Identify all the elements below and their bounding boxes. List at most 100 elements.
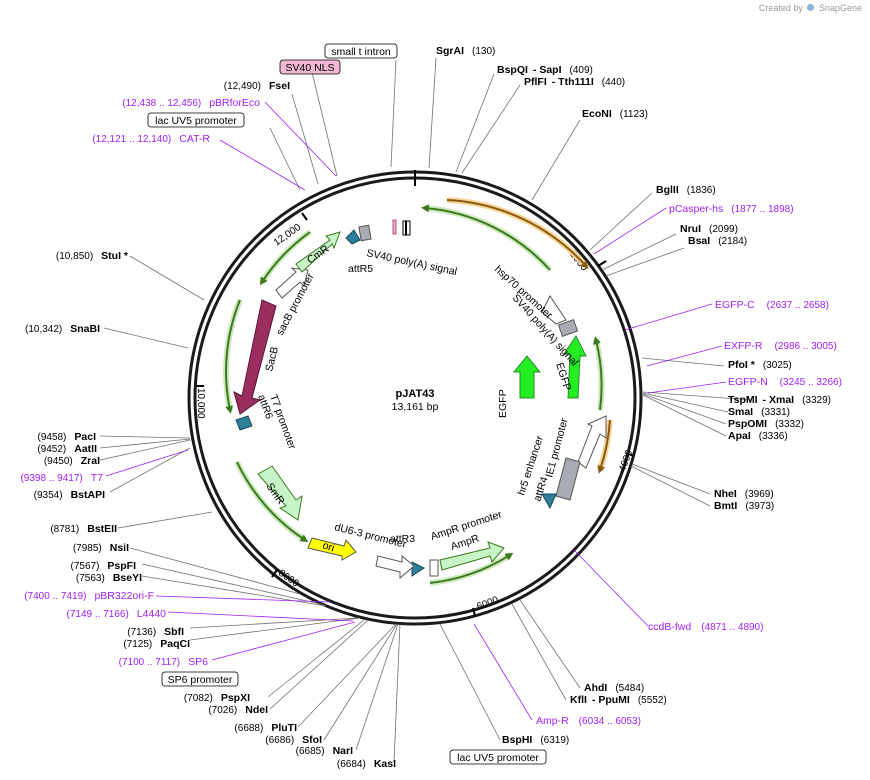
site-econi: EcoNI(1123)	[582, 108, 648, 120]
primer-cat-r: (12,121 .. 12,140)CAT-R	[92, 133, 210, 145]
lac-uv5-bottom-box	[449, 749, 547, 765]
site-bsai: BsaI(2184)	[688, 235, 747, 247]
label-attR5: attR5	[348, 263, 373, 275]
site-pspomi: PspOMI(3332)	[728, 418, 804, 430]
label-sv40-polya-top: SV40 poly(A) signal	[365, 247, 458, 278]
sv40-nls-box	[279, 59, 341, 75]
arc-sv40-polya-top	[424, 205, 553, 273]
label-egfp-2: EGFP	[497, 389, 509, 418]
ampr-arrow	[439, 541, 505, 571]
tick-4000	[625, 452, 635, 457]
plasmid-name: pJAT43	[396, 388, 435, 400]
primer-amp-r: Amp-R(6034 .. 6053)	[536, 715, 641, 727]
watermark-prefix: Created by	[758, 3, 803, 13]
arc-cmr	[259, 231, 311, 286]
lac-uv5-top-box	[147, 112, 245, 128]
tick-label-10000: 10,000	[195, 388, 206, 419]
site-fsei: (12,490)FseI	[224, 80, 290, 92]
sp6-promoter-label: SP6 promoter	[168, 674, 233, 686]
watermark-brand: SnapGene	[818, 3, 862, 13]
sv40-polya-mid-box	[557, 318, 579, 338]
primer-sp6: (7100 .. 7117)SP6	[119, 656, 209, 668]
plasmid-length: 13,161 bp	[392, 401, 439, 413]
tick-2000	[597, 260, 607, 267]
site-apai: ApaI(3336)	[728, 430, 788, 442]
snapgene-logo-icon	[807, 4, 815, 11]
tick-12000	[301, 212, 308, 221]
site-nsii: (7985)NsiI	[73, 542, 129, 554]
site-smai: SmaI(3331)	[728, 406, 790, 418]
tick-8000	[271, 569, 278, 578]
snapgene-watermark: Created by SnapGene	[759, 3, 862, 13]
label-ori: ori	[321, 539, 336, 554]
primer-ccdb-fwd: ccdB-fwd(4871 .. 4890)	[648, 621, 763, 633]
site-sbfi: (7136)SbfI	[127, 626, 184, 638]
attR5-mark	[345, 229, 361, 245]
attR6-mark	[235, 415, 253, 431]
arc-ampr	[429, 552, 514, 584]
site-paci: (9458)PacI	[37, 431, 96, 443]
primer-exfp-r: EXFP-R(2986 .. 3005)	[724, 340, 837, 352]
egfp-arrow-1	[563, 335, 587, 399]
ori-arrow	[307, 537, 357, 561]
site-kfli-ppumi: KflI- PpuMI(5552)	[570, 694, 667, 706]
site-aatii: (9452)AatII	[37, 443, 97, 455]
label-t7-promoter: T7 promoter	[267, 393, 298, 451]
cmr-arrow	[295, 231, 341, 273]
arc-hsp70-orange	[446, 199, 589, 269]
site-bsphi: BspHI(6319)	[502, 734, 569, 746]
attR3-mark	[411, 561, 425, 577]
site-pfoi: PfoI *(3025)	[728, 359, 792, 371]
site-pluti: (6688)PluTI	[234, 722, 297, 734]
sp6-promoter-box	[161, 671, 239, 687]
ampr-promoter-box	[429, 559, 439, 577]
small-t-intron-label: small t intron	[331, 46, 391, 58]
primer-pcasper-hs: pCasper-hs(1877 .. 1898)	[669, 203, 794, 215]
sv40-nls-mark	[392, 219, 397, 235]
arc-smr	[236, 461, 309, 543]
tick-6000	[472, 607, 476, 617]
arc-hsp70-orange-bg	[446, 197, 589, 269]
site-sgrai: SgrAI(130)	[436, 45, 495, 57]
primer-l4440: (7149 .. 7166)L4440	[67, 608, 167, 620]
sv40-nls-label: SV40 NLS	[285, 62, 334, 74]
site-bsteii: (8781)BstEII	[50, 523, 117, 535]
small-t-intron-box	[324, 43, 398, 59]
arc-sacb	[225, 299, 241, 414]
site-snabi: (10,342)SnaBI	[25, 323, 100, 335]
site-zrai: (9450)ZraI	[44, 455, 100, 467]
site-bseyi: (7563)BseYI	[76, 572, 142, 584]
label-attR3: attR3	[390, 533, 415, 545]
site-paqci: (7125)PaqCI	[123, 638, 190, 650]
arc-egfp	[593, 336, 603, 411]
primer-pbr322ori-f: (7400 .. 7419)pBR322ori-F	[24, 590, 154, 602]
label-sacb: SacB	[263, 345, 281, 372]
site-bspqi-sapi: BspQI- SapI(409)	[497, 64, 593, 76]
cmr-promoter-box	[358, 224, 372, 242]
egfp-arrow-2	[512, 355, 542, 399]
hsp70-promoter-arrow	[541, 295, 567, 325]
primer-t7: (9398 .. 9417)T7	[20, 472, 103, 484]
primer-egfp-n: EGFP-N(3245 .. 3266)	[728, 376, 842, 388]
site-bmti: BmtI(3973)	[714, 500, 774, 512]
arc-sv40-polya-top-line	[421, 204, 551, 271]
primer-egfp-c: EGFP-C(2637 .. 2658)	[715, 299, 829, 311]
attR4-mark	[541, 493, 557, 510]
lac-uv5-bottom-label: lac UV5 promoter	[457, 752, 539, 764]
smr-arrow	[257, 465, 303, 521]
site-pspfi: (7567)PspFI	[71, 560, 137, 572]
site-pspxi: (7082)PspXI	[184, 692, 250, 704]
site-kasi: (6684)KasI	[337, 758, 396, 770]
primer-leader-lines	[105, 101, 727, 721]
sacb-promoter-arrow	[275, 267, 309, 299]
du6-promoter-arrow	[375, 554, 415, 580]
hr5-enhancer-box	[555, 457, 581, 501]
site-tspmi-xmai: TspMI- XmaI(3329)	[728, 394, 831, 406]
site-sfoi: (6686)SfoI	[265, 734, 322, 746]
arc-ie1-orange	[597, 419, 611, 474]
site-nari: (6685)NarI	[296, 745, 353, 757]
primer-pbrforeco: (12,438 .. 12,456)pBRforEco	[122, 97, 260, 109]
sacb-arrow	[233, 299, 277, 415]
